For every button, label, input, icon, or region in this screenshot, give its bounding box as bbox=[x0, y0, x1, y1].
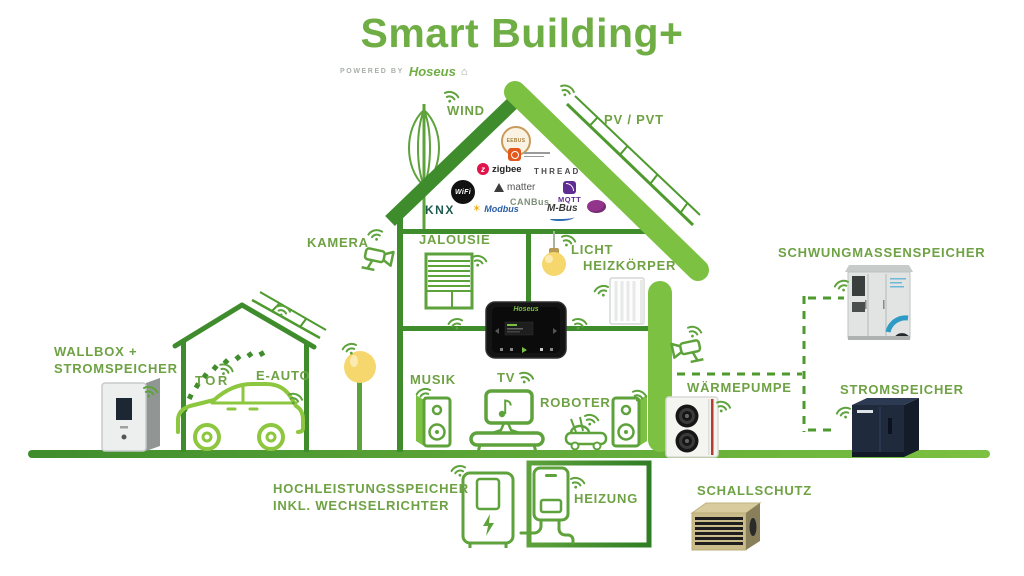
tablet-brand-logo: Hoseus bbox=[513, 306, 539, 313]
camera-right-icon bbox=[670, 336, 705, 367]
label-roboter: ROBOTER bbox=[540, 395, 611, 410]
right-speaker bbox=[611, 395, 647, 448]
protocol-thread: THREAD bbox=[534, 167, 581, 176]
label-wallbox-line1: WALLBOX + bbox=[54, 344, 138, 359]
wallbox-storage-unit bbox=[101, 378, 160, 452]
label-musik: MUSIK bbox=[410, 372, 456, 387]
label-kamera: KAMERA bbox=[307, 235, 369, 250]
wifi-logo: WiFi bbox=[451, 180, 475, 204]
boiler bbox=[519, 466, 575, 545]
label-waermepumpe: WÄRMEPUMPE bbox=[687, 380, 792, 395]
label-schwungmassenspeicher: SCHWUNGMASSENSPEICHER bbox=[778, 245, 986, 260]
mbus-logo: M-Bus bbox=[547, 203, 578, 214]
powered-by-text: POWERED BY bbox=[340, 68, 404, 75]
label-pv-pvt: PV / PVT bbox=[604, 112, 664, 127]
protocol-matter: matter bbox=[494, 182, 535, 193]
label-licht: LICHT bbox=[571, 242, 614, 257]
label-jalousie: JALOUSIE bbox=[419, 232, 491, 247]
canbus-logo: CANBus bbox=[510, 197, 550, 207]
camera-left-icon bbox=[360, 244, 395, 275]
knx-logo: KNX bbox=[425, 203, 455, 217]
music-note-icon bbox=[498, 399, 512, 418]
label-heizkoerper: HEIZKÖRPER bbox=[583, 258, 677, 273]
label-heizung: HEIZUNG bbox=[574, 491, 639, 506]
protocol-modbus: ✶ Modbus bbox=[472, 203, 519, 215]
wifi-signal-icons bbox=[140, 82, 854, 492]
left-speaker bbox=[416, 395, 452, 448]
label-tv: TV bbox=[497, 370, 516, 385]
battery-storage-cabinet bbox=[852, 398, 919, 457]
window-blinds bbox=[424, 252, 474, 310]
sound-insulation-box bbox=[690, 502, 762, 551]
brand-logo: Hoseus bbox=[408, 64, 456, 79]
protocol-knx: KNX bbox=[425, 203, 455, 217]
protocol-zigbee: z zigbee bbox=[477, 163, 522, 175]
page-title: Smart Building+ bbox=[360, 10, 684, 56]
tv-set bbox=[469, 389, 545, 453]
robot-vacuum bbox=[564, 416, 608, 451]
protocol-purple-logo bbox=[587, 200, 609, 213]
radiator bbox=[609, 277, 645, 325]
street-lamp bbox=[344, 351, 376, 451]
orange-logo-text-lines bbox=[524, 151, 550, 158]
mbus-swoosh bbox=[550, 215, 575, 221]
thread-logo: THREAD bbox=[534, 167, 581, 176]
light-bulb bbox=[542, 231, 566, 276]
orange-square-logo bbox=[508, 148, 521, 161]
heat-pump bbox=[665, 396, 719, 458]
powered-by-row: POWERED BY Hoseus ⌂ bbox=[340, 64, 467, 79]
purple-oval-logo bbox=[587, 200, 606, 213]
matter-triangle-logo bbox=[494, 183, 504, 192]
pv-panel-rack bbox=[565, 95, 701, 227]
protocol-orange-logo bbox=[508, 148, 553, 161]
control-tablet bbox=[485, 301, 567, 359]
modbus-star-logo: ✶ bbox=[472, 203, 482, 215]
label-hochleistung-line2: INKL. WECHSELRICHTER bbox=[273, 498, 450, 513]
high-performance-storage bbox=[461, 471, 515, 548]
electric-car bbox=[176, 382, 305, 451]
ground-line bbox=[28, 450, 990, 458]
protocol-wifi: WiFi bbox=[451, 180, 475, 204]
basement-room bbox=[526, 460, 652, 548]
label-wallbox-line2: STROMSPEICHER bbox=[54, 361, 178, 376]
label-eauto: E-AUTO bbox=[256, 368, 311, 383]
protocol-mbus: M-Bus bbox=[547, 203, 578, 221]
protocol-mqtt: MQTT bbox=[558, 181, 581, 204]
flywheel-storage-cabinet bbox=[845, 265, 913, 340]
label-wind: WIND bbox=[447, 103, 485, 118]
dashed-connectors bbox=[662, 296, 844, 432]
zigbee-logo: z bbox=[477, 163, 489, 175]
label-stromspeicher: STROMSPEICHER bbox=[840, 382, 964, 397]
garage bbox=[172, 291, 327, 452]
label-schallschutz: SCHALLSCHUTZ bbox=[697, 483, 813, 498]
garage-pv-panel bbox=[251, 291, 327, 340]
label-hochleistung-line1: HOCHLEISTUNGSSPEICHER bbox=[273, 481, 469, 496]
mqtt-logo bbox=[563, 181, 577, 194]
protocol-canbus: CANBus bbox=[510, 197, 550, 207]
brand-house-icon: ⌂ bbox=[460, 65, 468, 78]
wind-turbine bbox=[408, 104, 440, 234]
label-tor: TOR bbox=[195, 373, 230, 388]
